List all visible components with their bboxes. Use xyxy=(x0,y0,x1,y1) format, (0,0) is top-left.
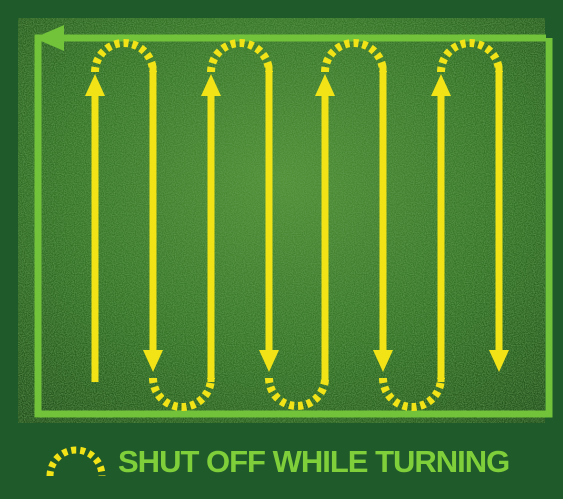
dashed-turn-arc-icon xyxy=(44,442,108,482)
legend-label: SHUT OFF WHILE TURNING xyxy=(118,444,509,480)
legend: SHUT OFF WHILE TURNING xyxy=(44,440,509,484)
